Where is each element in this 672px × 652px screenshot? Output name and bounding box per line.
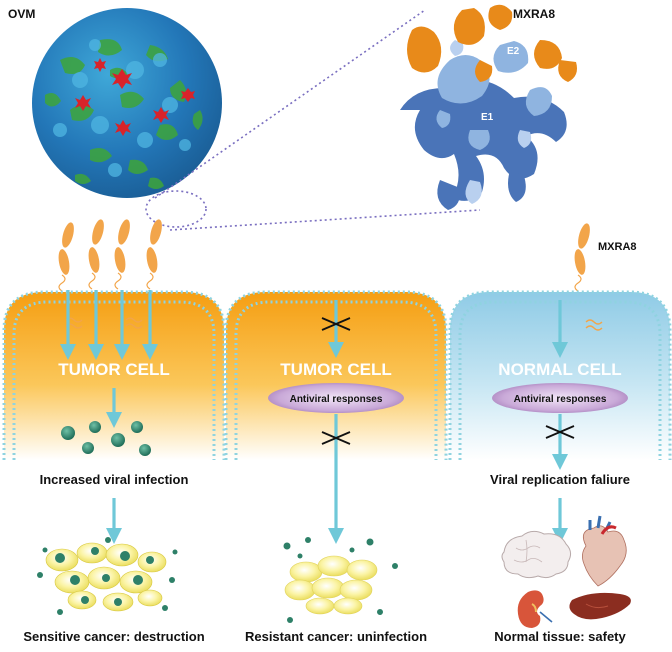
e1-label: E1 [481, 112, 494, 123]
mxra8-stems-left [58, 272, 154, 292]
outcome-label-middle: Resistant cancer: uninfection [245, 629, 427, 644]
step-label-left: Increased viral infection [40, 472, 189, 487]
mxra8-receptors-left [58, 219, 162, 275]
antiviral-bubble-right [492, 383, 628, 413]
destroyed-cancer-cells [37, 537, 178, 615]
e2-label: E2 [507, 46, 520, 57]
step-label-right: Viral replication faliure [490, 472, 630, 487]
antiviral-label-middle: Antiviral responses [290, 394, 383, 405]
block-marks [321, 317, 575, 445]
antiviral-bubble-middle [268, 383, 404, 413]
flow-arrows [60, 290, 568, 544]
e1-e2-mxra8-structure [400, 4, 577, 210]
virions-cluster [61, 421, 151, 456]
cell-title-left: TUMOR CELL [58, 360, 169, 379]
outcome-label-right: Normal tissue: safety [494, 629, 626, 644]
mxra8-receptor-right [574, 223, 590, 292]
outcome-label-left: Sensitive cancer: destruction [23, 629, 204, 644]
ovm-virus-particle [32, 8, 222, 198]
zoom-indicator [145, 9, 481, 231]
tumor-cell-left [2, 290, 226, 460]
mxra8-top-label: MXRA8 [513, 7, 555, 21]
kidney-icon [517, 590, 553, 628]
cell-title-right: NORMAL CELL [498, 360, 621, 379]
heart-icon [582, 515, 627, 587]
cell-title-middle: TUMOR CELL [280, 360, 391, 379]
ovm-label: OVM [8, 7, 35, 21]
liver-icon [569, 592, 631, 620]
brain-icon [501, 530, 572, 579]
mxra8-right-label: MXRA8 [598, 241, 637, 253]
antiviral-label-right: Antiviral responses [514, 394, 607, 405]
resistant-cancer-cells [283, 537, 398, 623]
